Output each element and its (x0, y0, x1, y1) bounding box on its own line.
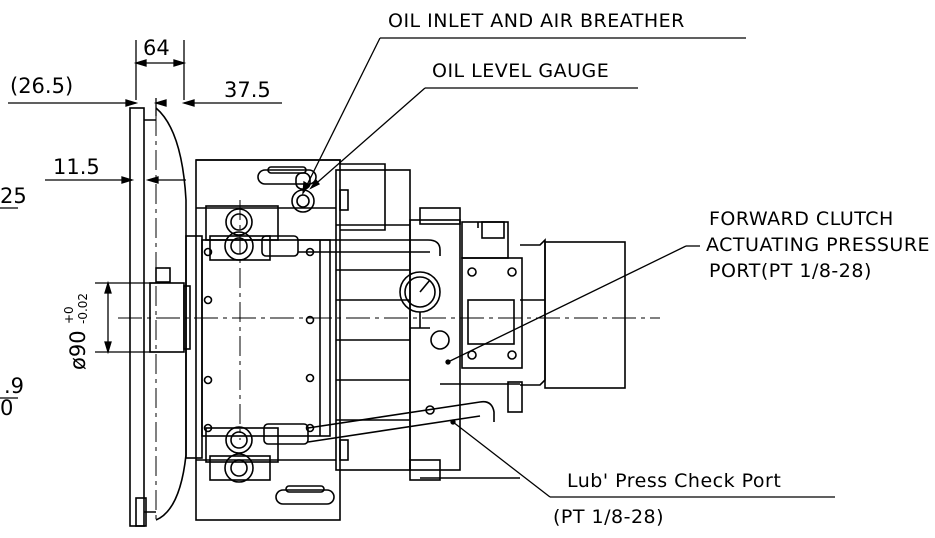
valve-block (461, 221, 523, 369)
dim-shaft-tol-upper: +0 (62, 306, 76, 324)
dim-shaft-diameter-main: ø90 (66, 330, 90, 370)
callout-lub-port-line1: Lub' Press Check Port (567, 470, 782, 492)
callout-forward-clutch-line1: FORWARD CLUTCH (709, 208, 894, 230)
pressure-gauge (399, 271, 450, 350)
callout-leaders (302, 37, 835, 498)
output-housing (420, 238, 626, 479)
cutoff-text-lower-2: 0 (0, 396, 14, 420)
dim-overall-width: 64 (143, 36, 170, 60)
oil-pipes (261, 235, 495, 445)
dim-shaft-diameter: ø90 +0 -0.02 (62, 280, 92, 370)
callout-lub-port-line2: (PT 1/8-28) (553, 506, 665, 528)
filter-units (205, 205, 279, 483)
dim-left-offset: (26.5) (10, 74, 74, 98)
callout-oil-level-gauge: OIL LEVEL GAUGE (432, 60, 610, 82)
callout-forward-clutch-line3: PORT(PT 1/8-28) (709, 260, 872, 282)
dim-right-offset: 37.5 (224, 78, 271, 102)
callout-forward-clutch-line2: ACTUATING PRESSURE (706, 234, 931, 256)
cutoff-text-upper: 25 (0, 184, 27, 208)
cutoff-text-lower-1: .9 (4, 374, 25, 398)
callout-oil-inlet: OIL INLET AND AIR BREATHER (388, 10, 685, 32)
drive-flange (129, 107, 191, 527)
gearbox-body (335, 169, 461, 481)
dim-shaft-tol-lower: -0.02 (76, 292, 90, 324)
dim-flange-offset: 11.5 (53, 155, 100, 179)
dimension-lines (0, 40, 660, 520)
